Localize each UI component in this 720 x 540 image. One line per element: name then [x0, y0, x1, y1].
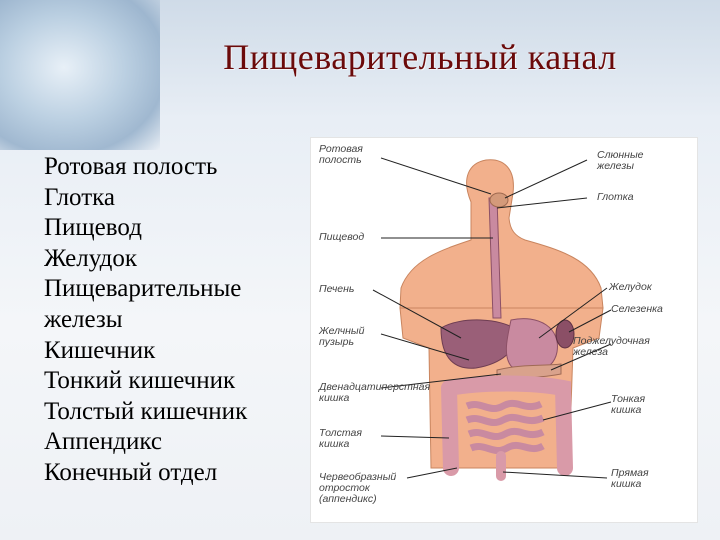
- label-esophagus: Пищевод: [319, 231, 365, 243]
- label-salivary-glands: Слюнные железы: [597, 149, 644, 172]
- digestive-system-diagram: Ротовая полость Пищевод Печень Желчный п…: [310, 137, 698, 523]
- list-item: Глотка: [44, 183, 116, 211]
- spleen-shape: [555, 319, 575, 349]
- list-item: Пищеварительные: [44, 275, 242, 303]
- doctor-photo: [0, 0, 160, 150]
- label-stomach: Желудок: [609, 281, 652, 293]
- label-small-intestine: Тонкая кишка: [611, 393, 646, 416]
- large-intestine-shape: [441, 375, 573, 476]
- slide-title: Пищеварительный канал: [223, 37, 617, 77]
- list-item: Тонкий кишечник: [44, 367, 236, 395]
- list-item: железы: [44, 305, 123, 333]
- list-item: Кишечник: [44, 336, 156, 364]
- label-gallbladder: Желчный пузырь: [319, 325, 365, 348]
- label-rectum: Прямая кишка: [611, 467, 649, 490]
- label-colon: Толстая кишка: [319, 427, 362, 450]
- salivary-gland-shape: [489, 192, 509, 208]
- label-appendix: Червеобразный отросток (аппендикс): [319, 471, 397, 505]
- list-item: Толстый кишечник: [44, 397, 248, 425]
- organ-list: Ротовая полость Глотка Пищевод Желудок П…: [44, 152, 247, 489]
- label-liver: Печень: [319, 283, 355, 295]
- label-mouth: Ротовая полость: [319, 143, 363, 166]
- list-item: Ротовая полость: [44, 153, 218, 180]
- small-intestine-shape: [465, 399, 545, 455]
- list-item: Желудок: [44, 244, 137, 272]
- label-spleen: Селезенка: [611, 303, 663, 315]
- list-item: Пищевод: [44, 214, 142, 242]
- label-duodenum: Двенадцатиперстная кишка: [319, 381, 431, 404]
- anatomy-illustration: [372, 157, 612, 481]
- list-item: Конечный отдел: [44, 458, 218, 486]
- list-item: Аппендикс: [44, 428, 163, 456]
- leader-lines: [372, 157, 612, 479]
- label-pharynx: Глотка: [597, 191, 634, 203]
- label-pancreas: Поджелудочная железа: [573, 335, 650, 358]
